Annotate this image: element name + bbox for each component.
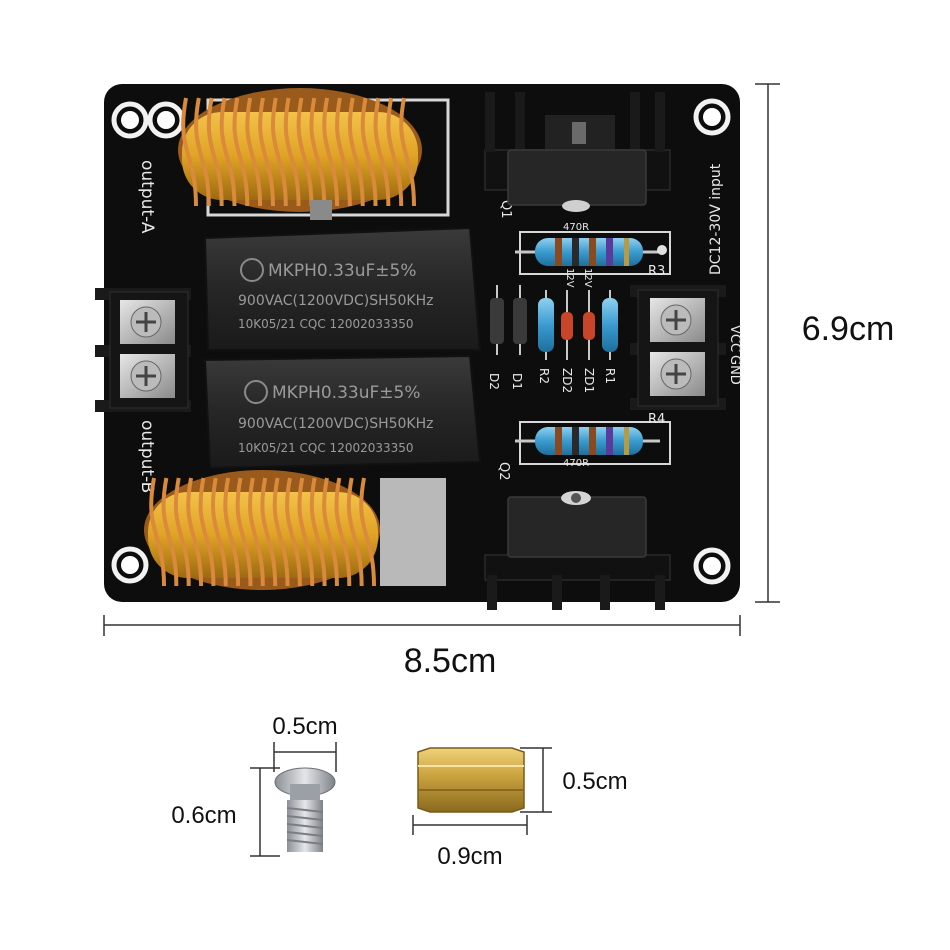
heatsink-bottom: [484, 491, 671, 610]
zd1-label: ZD1: [582, 368, 596, 393]
board-width-label: 8.5cm: [404, 642, 497, 680]
input-label: DC12-30V input: [708, 163, 724, 275]
gnd-label: GND: [727, 355, 742, 385]
capacitor-top-line2: 900VAC(1200VDC)SH50KHz: [238, 293, 433, 309]
capacitor-top-line1: MKPH0.33uF±5%: [268, 261, 416, 281]
standoff-height-label: 0.5cm: [562, 768, 627, 795]
output-b-label: output-B: [137, 420, 157, 493]
output-a-label: output-A: [137, 160, 157, 234]
screw-length-label: 0.6cm: [171, 802, 236, 829]
capacitor-top-line3: 10K05/21 CQC 12002033350: [238, 317, 414, 331]
q2-label: Q2: [496, 462, 511, 481]
capacitor-bottom: MKPH0.33uF±5% 900VAC(1200VDC)SH50KHz 10K…: [203, 354, 482, 470]
r1-label: R1: [603, 368, 617, 384]
capacitor-bottom-line3: 10K05/21 CQC 12002033350: [238, 441, 414, 455]
standoff-height-dimension: [520, 747, 552, 813]
screw-head-dimension: [273, 742, 337, 772]
terminal-block-output: [95, 288, 191, 412]
vcc-label: VCC: [727, 325, 742, 352]
board-height-label: 6.9cm: [802, 310, 895, 348]
zener-b-label: 12V: [582, 268, 593, 288]
board-width-dimension: [103, 615, 741, 636]
resistor-r4: [515, 427, 660, 455]
zd2-label: ZD2: [560, 368, 574, 393]
diodes-and-small-resistors: [490, 285, 618, 360]
capacitor-top: MKPH0.33uF±5% 900VAC(1200VDC)SH50KHz 10K…: [203, 226, 482, 351]
toroid-inductor-bottom: [144, 470, 380, 590]
brass-standoff: [417, 747, 525, 813]
screw-length-dimension: [250, 767, 280, 857]
zener-a-label: 12V: [564, 268, 575, 288]
capacitor-bottom-line1: MKPH0.33uF±5%: [272, 383, 420, 403]
heatsink-top: [484, 92, 671, 212]
d2-label: D2: [487, 373, 501, 390]
r470-bottom-label: 470R: [563, 458, 589, 469]
resistor-r3: [515, 238, 667, 266]
r3-label: R3: [648, 264, 665, 279]
board-height-dimension: [755, 83, 780, 603]
d1-label: D1: [510, 373, 524, 390]
terminal-block-input: [630, 285, 726, 410]
r470-top-label: 470R: [563, 222, 589, 233]
standoff-length-dimension: [412, 815, 528, 835]
standoff-length-label: 0.9cm: [437, 843, 502, 870]
r4-label: R4: [648, 412, 665, 427]
screw: [274, 767, 336, 852]
screw-head-label: 0.5cm: [272, 713, 337, 740]
r2-label: R2: [537, 368, 551, 384]
capacitor-bottom-line2: 900VAC(1200VDC)SH50KHz: [238, 416, 433, 432]
toroid-inductor-top: [178, 88, 422, 220]
